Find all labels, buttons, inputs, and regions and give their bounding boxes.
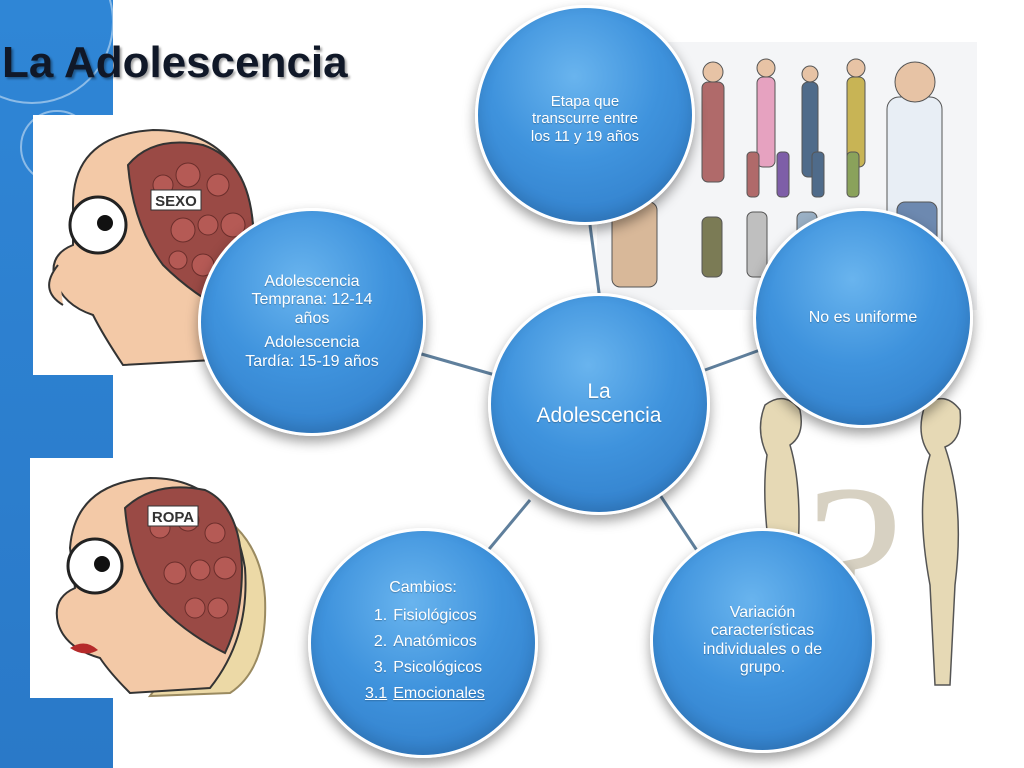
- node-fases: Adolescencia Temprana: 12-14 años Adoles…: [198, 208, 426, 436]
- cambios-list: 1.Fisiológicos 2.Anatómicos 3.Psicológic…: [361, 603, 485, 707]
- node-cambios: Cambios: 1.Fisiológicos 2.Anatómicos 3.P…: [308, 528, 538, 758]
- node-variacion-line: individuales o de: [702, 640, 823, 658]
- connector-line: [588, 224, 602, 301]
- node-fases-line: Adolescencia: [264, 334, 360, 352]
- node-variacion-line: características: [710, 622, 815, 640]
- brain-cartoon-female-illustration: ROPA: [30, 458, 288, 698]
- connector-line: [658, 494, 702, 556]
- connector-line: [704, 348, 761, 372]
- node-fases-line: años: [294, 309, 330, 327]
- node-fases-line: Tardía: 15-19 años: [245, 352, 379, 370]
- center-node-line: La: [587, 379, 611, 403]
- brain-label-sexo: SEXO: [155, 193, 197, 210]
- node-etapa-line: transcurre entre: [532, 110, 638, 128]
- node-cambios-heading: Cambios:: [389, 578, 457, 596]
- node-etapa: Etapa que transcurre entre los 11 y 19 a…: [475, 5, 695, 225]
- node-variacion: Variación características individuales o…: [650, 528, 875, 753]
- list-item: 2.Anatómicos: [373, 633, 477, 651]
- node-fases-line: Temprana: 12-14: [251, 291, 373, 309]
- list-item: 1.Fisiológicos: [373, 607, 477, 625]
- node-no-uniforme-label: No es uniforme: [808, 308, 918, 326]
- center-node-line: Adolescencia: [536, 404, 662, 427]
- node-etapa-line: Etapa que: [550, 93, 620, 110]
- node-etapa-line: los 11 y 19 años: [530, 127, 640, 145]
- center-node: La Adolescencia: [488, 293, 710, 515]
- node-fases-line: Adolescencia: [264, 273, 360, 291]
- brain-label-ropa: ROPA: [152, 509, 194, 526]
- node-no-uniforme: No es uniforme: [753, 208, 973, 428]
- list-item: 3.Psicológicos: [373, 659, 483, 677]
- node-variacion-line: Variación: [729, 603, 796, 621]
- page-title: La Adolescencia: [2, 38, 348, 87]
- node-variacion-line: grupo.: [739, 658, 786, 676]
